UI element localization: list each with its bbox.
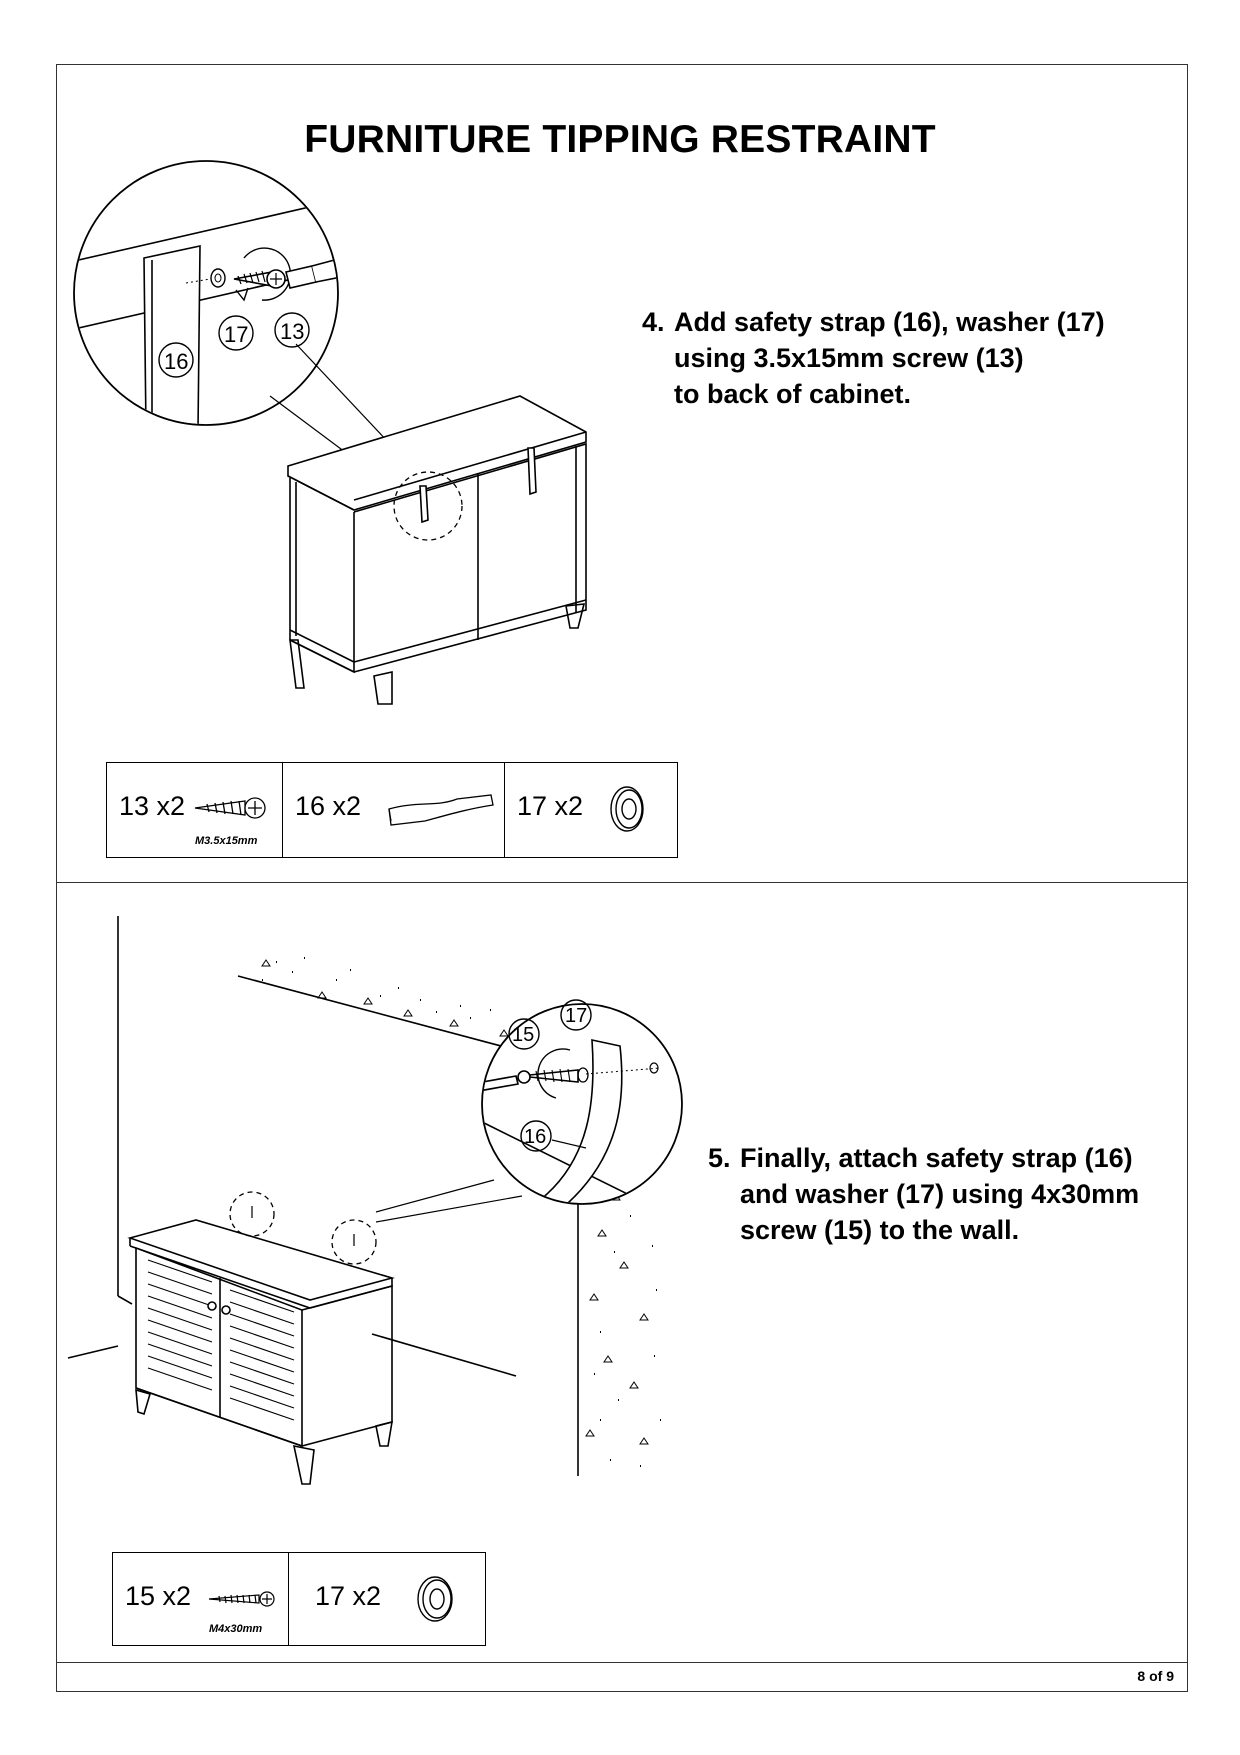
callout-17b: 17 — [565, 1005, 588, 1027]
screw-icon — [194, 797, 266, 819]
step4-instruction: 4. Add safety strap (16), washer (17) usi… — [642, 304, 1105, 412]
part-16-cell: 16 x2 — [283, 763, 505, 857]
step4-line-1: Add safety strap (16), washer (17) — [674, 307, 1105, 337]
callout-13: 13 — [280, 319, 305, 344]
callout-17: 17 — [224, 322, 249, 347]
page-frame — [56, 64, 1188, 1692]
footer-divider — [56, 1662, 1188, 1663]
washer-icon — [610, 786, 644, 832]
strap-icon — [388, 794, 494, 826]
washer-icon — [417, 1576, 453, 1622]
part-13-cell: 13 x2 M3.5x15mm — [107, 763, 283, 857]
step5-instruction: 5. Finally, attach safety strap (16) and … — [708, 1140, 1139, 1248]
part-17-qty-b: 17 x2 — [315, 1581, 382, 1611]
step4-illustration — [73, 160, 587, 705]
page-number: 8 of 9 — [1137, 1668, 1174, 1684]
step5-number: 5. — [708, 1143, 731, 1173]
page-title: FURNITURE TIPPING RESTRAINT — [304, 118, 936, 161]
step4-line-2: using 3.5x15mm screw (13) — [674, 343, 1024, 373]
step5-parts-box: 15 x2 M4x30mm 17 x2 — [112, 1552, 486, 1646]
part-15-cell: 15 x2 M4x30mm — [113, 1553, 289, 1645]
part-15-qty: 15 x2 — [125, 1581, 192, 1611]
step5-line-3: screw (15) to the wall. — [740, 1215, 1020, 1245]
callout-16b: 16 — [524, 1126, 547, 1148]
step5-line-1: Finally, attach safety strap (16) — [740, 1143, 1133, 1173]
step4-line-3: to back of cabinet. — [674, 379, 912, 409]
part-13-qty: 13 x2 — [119, 791, 186, 821]
part-13-spec: M3.5x15mm — [195, 835, 258, 847]
step4-number: 4. — [642, 307, 665, 337]
part-17-cell: 17 x2 — [505, 763, 677, 857]
step5-line-2: and washer (17) using 4x30mm — [740, 1179, 1140, 1209]
part-17-qty: 17 x2 — [517, 791, 584, 821]
callout-16: 16 — [164, 349, 189, 374]
screw-icon — [208, 1591, 275, 1607]
callout-15: 15 — [512, 1024, 535, 1046]
step5-illustration — [67, 916, 683, 1485]
part-16-qty: 16 x2 — [295, 791, 362, 821]
section-divider — [56, 882, 1188, 883]
part-15-spec: M4x30mm — [209, 1623, 263, 1635]
step4-parts-box: 13 x2 M3.5x15mm 16 x2 17 x2 — [106, 762, 678, 858]
part-17-cell-b: 17 x2 — [289, 1553, 485, 1645]
